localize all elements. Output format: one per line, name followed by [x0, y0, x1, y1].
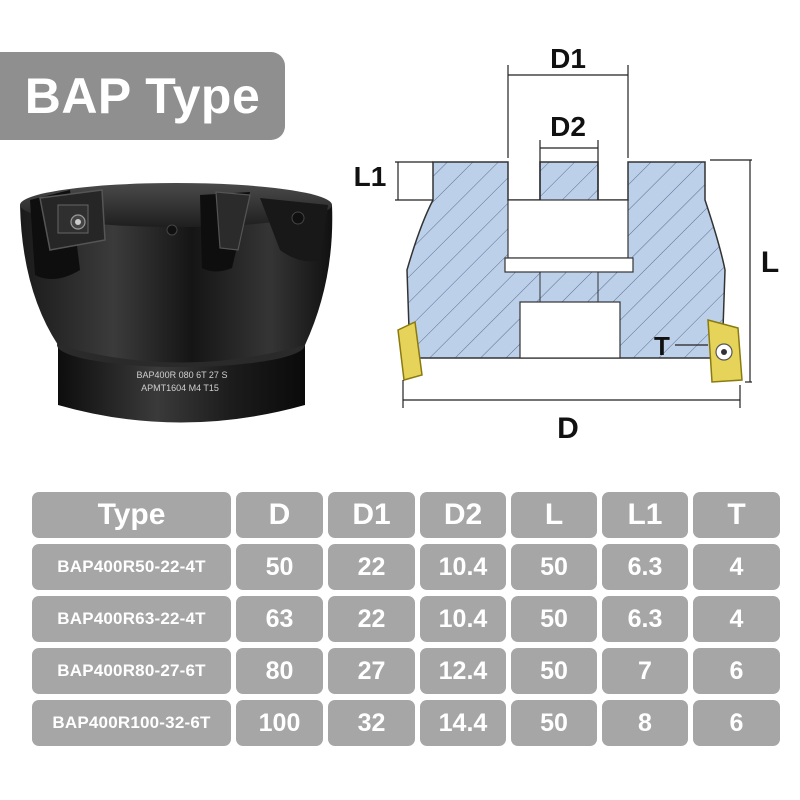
dim-label-d: D: [557, 412, 579, 445]
insert-icon: [39, 189, 106, 251]
header-d1: D1: [328, 492, 415, 538]
header-t: T: [693, 492, 780, 538]
header-l: L: [511, 492, 597, 538]
key-slot: [504, 257, 634, 273]
header-d2: D2: [420, 492, 506, 538]
row-4-t: 6: [693, 700, 780, 746]
dim-label-t: T: [654, 331, 670, 361]
row-4-d2: 14.4: [420, 700, 506, 746]
header-l1: L1: [602, 492, 688, 538]
engraving-line-1: BAP400R 080 6T 27 S: [137, 370, 228, 380]
row-3-d2: 12.4: [420, 648, 506, 694]
row-4-d: 100: [236, 700, 323, 746]
face-mill-cutter-photo: BAP400R 080 6T 27 S APMT1604 M4 T15: [20, 183, 333, 423]
row-4-l1: 8: [602, 700, 688, 746]
row-1-t: 4: [693, 544, 780, 590]
row-3-l1: 7: [602, 648, 688, 694]
dim-label-l1: L1: [354, 161, 387, 192]
dim-label-l: L: [761, 246, 779, 279]
row-1-l1: 6.3: [602, 544, 688, 590]
dim-label-d2: D2: [550, 111, 586, 142]
engraving-line-2: APMT1604 M4 T15: [141, 383, 219, 393]
right-insert-icon: [707, 319, 743, 383]
row-2-type: BAP400R63-22-4T: [32, 596, 231, 642]
title-badge: BAP Type: [0, 52, 285, 140]
row-1-d1: 22: [328, 544, 415, 590]
row-3-d: 80: [236, 648, 323, 694]
row-3-type: BAP400R80-27-6T: [32, 648, 231, 694]
spec-table: Type D D1 D2 L L1 T BAP400R50-22-4T 50 2…: [32, 492, 786, 746]
page-title: BAP Type: [24, 68, 261, 124]
row-4-d1: 32: [328, 700, 415, 746]
header-type: Type: [32, 492, 231, 538]
row-2-t: 4: [693, 596, 780, 642]
dim-label-d1: D1: [550, 43, 586, 74]
bore: [507, 199, 629, 259]
row-3-t: 6: [693, 648, 780, 694]
row-3-d1: 27: [328, 648, 415, 694]
row-3-l: 50: [511, 648, 597, 694]
row-1-d2: 10.4: [420, 544, 506, 590]
row-2-l: 50: [511, 596, 597, 642]
counterbore: [519, 301, 621, 359]
header-d: D: [236, 492, 323, 538]
row-2-d: 63: [236, 596, 323, 642]
row-1-d: 50: [236, 544, 323, 590]
row-2-l1: 6.3: [602, 596, 688, 642]
row-4-type: BAP400R100-32-6T: [32, 700, 231, 746]
row-2-d1: 22: [328, 596, 415, 642]
row-4-l: 50: [511, 700, 597, 746]
left-insert-icon: [397, 320, 423, 381]
row-1-l: 50: [511, 544, 597, 590]
row-2-d2: 10.4: [420, 596, 506, 642]
row-1-type: BAP400R50-22-4T: [32, 544, 231, 590]
dimension-diagram: D1 D2 L1 L T D: [354, 43, 780, 445]
